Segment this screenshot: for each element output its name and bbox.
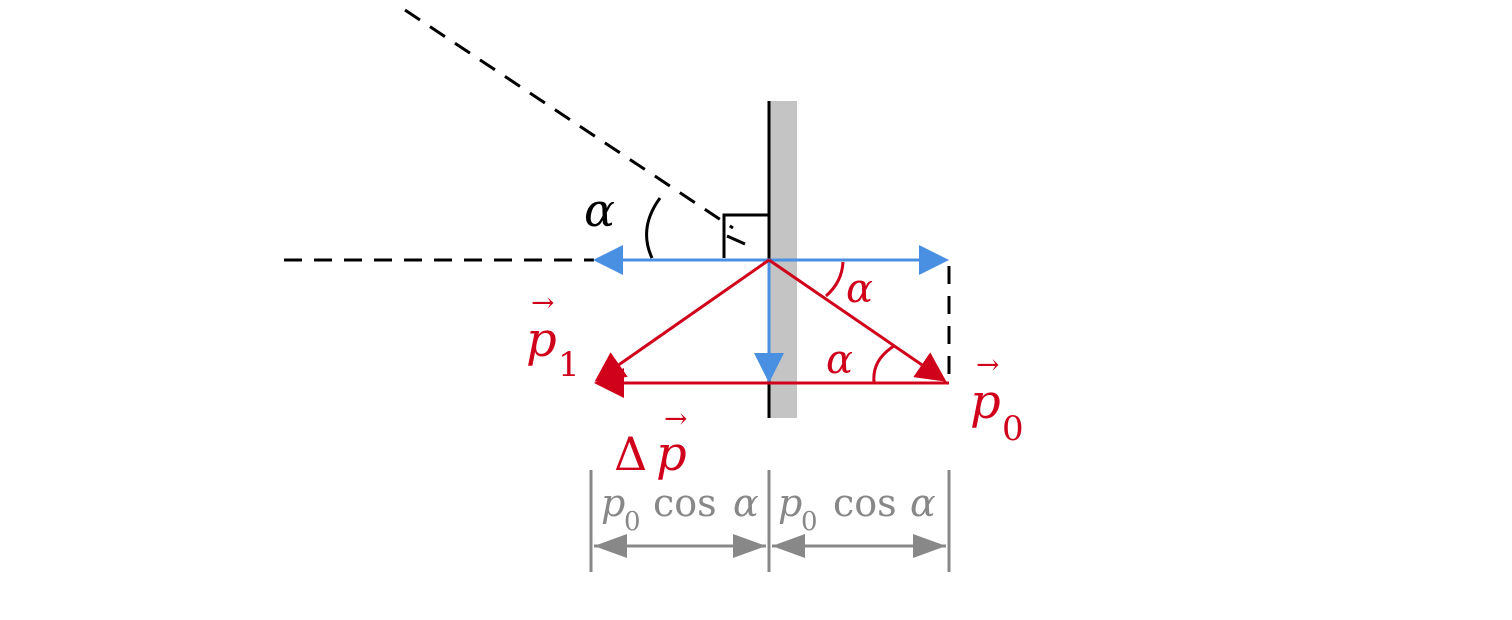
alpha-label-black: α <box>584 183 615 237</box>
right-angle-marker <box>722 213 768 258</box>
alpha-arc-red-lower <box>872 344 895 383</box>
dimension-right-letter: p <box>778 481 802 525</box>
p1-letter: p <box>526 312 557 368</box>
dimension-right-func: cos <box>833 481 897 525</box>
dimension-left-letter: p <box>601 481 625 525</box>
p0-label: → p 0 <box>970 348 1024 449</box>
alpha-arc-red-upper <box>824 261 845 298</box>
right-angle-tick <box>726 234 746 246</box>
dimension-left-subscript: 0 <box>624 507 641 537</box>
p1-arrow: → <box>531 286 554 319</box>
delta-p-letter: p <box>656 426 687 482</box>
dimension-right-subscript: 0 <box>801 507 818 537</box>
alpha-label-red-lower: α <box>826 337 853 383</box>
dimension-label-right: p 0 cos α <box>778 481 936 537</box>
alpha-arc-black <box>645 197 662 259</box>
delta-p-delta: Δ <box>614 427 647 481</box>
p1-label: → p 1 <box>526 286 580 385</box>
p0-letter: p <box>970 374 1001 430</box>
p0-subscript: 0 <box>1002 409 1024 449</box>
p1-vector <box>594 258 770 382</box>
dimension-left-func: cos <box>653 481 717 525</box>
incident-dashed-line <box>404 8 734 230</box>
alpha-label-red-upper: α <box>846 266 873 312</box>
dimension-lines <box>589 470 951 572</box>
delta-p-label: → Δ p <box>614 402 687 482</box>
dimension-label-left: p 0 cos α <box>601 481 759 537</box>
dimension-right-angle: α <box>910 481 936 525</box>
p0-vector <box>768 258 947 382</box>
p1-subscript: 1 <box>558 345 580 385</box>
dimension-left-angle: α <box>733 481 759 525</box>
p0-arrow: → <box>976 348 999 381</box>
delta-p-arrow: → <box>664 402 687 435</box>
